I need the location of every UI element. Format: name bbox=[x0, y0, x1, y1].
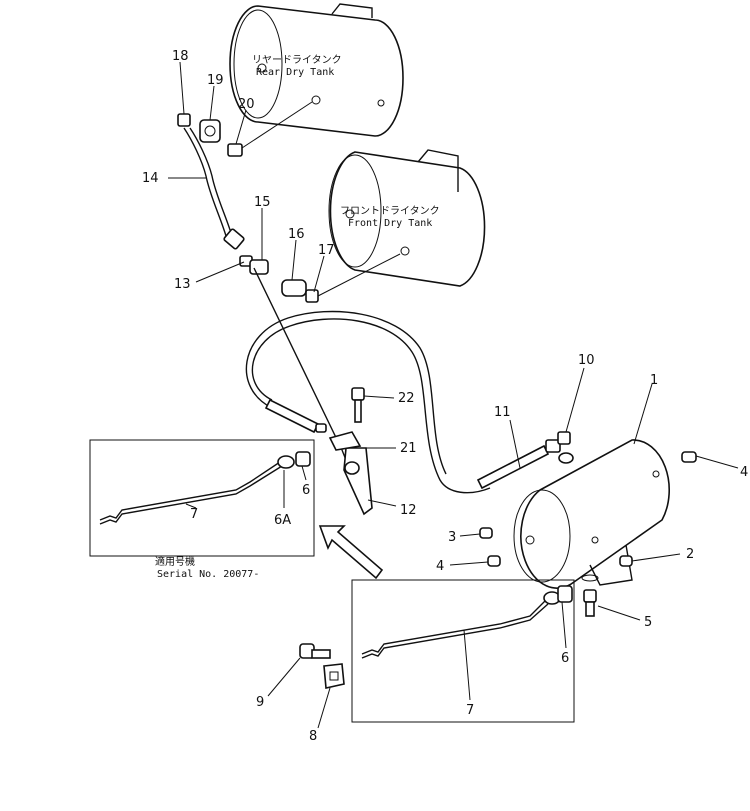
callout-4-right: 4 bbox=[740, 465, 748, 480]
callout-numbers: 18 19 20 14 15 16 17 13 22 21 12 11 10 1… bbox=[142, 49, 748, 744]
serial-label-en: Serial No. 20077- bbox=[157, 569, 259, 580]
callout-3: 3 bbox=[448, 530, 456, 545]
main-air-tank bbox=[513, 439, 670, 589]
serial-label-jp: 適用号機 bbox=[155, 555, 195, 568]
callout-7-inset: 7 bbox=[190, 507, 198, 522]
inset-serial-box: 適用号機 Serial No. 20077- bbox=[89, 439, 315, 580]
rear-dry-tank: リヤードライタンク Rear Dry Tank bbox=[229, 3, 404, 137]
callout-12: 12 bbox=[400, 503, 417, 518]
direction-arrow bbox=[318, 525, 384, 580]
hose-11 bbox=[476, 431, 574, 490]
front-tank-label-jp: フロントドライタンク bbox=[340, 205, 440, 217]
callout-6-bottom: 6 bbox=[561, 651, 569, 666]
rear-tank-label-jp: リヤードライタンク bbox=[252, 54, 342, 66]
front-dry-tank: フロントドライタンク Front Dry Tank bbox=[328, 149, 486, 287]
hose-loop bbox=[245, 310, 491, 494]
callout-19: 19 bbox=[207, 73, 224, 88]
callout-5: 5 bbox=[644, 615, 652, 630]
callout-11: 11 bbox=[494, 405, 511, 420]
callout-13: 13 bbox=[174, 277, 191, 292]
upper-hose-assembly bbox=[177, 101, 313, 250]
bracket-assembly bbox=[328, 387, 373, 516]
callout-7-bottom: 7 bbox=[466, 703, 474, 718]
callout-4-left: 4 bbox=[436, 559, 444, 574]
callout-14: 14 bbox=[142, 171, 159, 186]
callout-20: 20 bbox=[238, 97, 255, 112]
callout-1: 1 bbox=[650, 373, 658, 388]
front-connector-assembly bbox=[239, 253, 401, 471]
front-tank-label-en: Front Dry Tank bbox=[348, 218, 432, 229]
inset-bottom-box bbox=[351, 579, 575, 723]
clip-bolt-assembly bbox=[299, 643, 345, 689]
callout-6A: 6A bbox=[274, 513, 291, 528]
callout-22: 22 bbox=[398, 391, 415, 406]
callout-15: 15 bbox=[254, 195, 271, 210]
callout-6-inset: 6 bbox=[302, 483, 310, 498]
tank-fittings bbox=[479, 451, 697, 617]
leader-lines bbox=[168, 61, 739, 729]
callout-2: 2 bbox=[686, 547, 694, 562]
callout-16: 16 bbox=[288, 227, 305, 242]
callout-8: 8 bbox=[309, 729, 317, 744]
rear-tank-label-en: Rear Dry Tank bbox=[256, 67, 334, 78]
callout-10: 10 bbox=[578, 353, 595, 368]
callout-17: 17 bbox=[318, 243, 335, 258]
callout-18: 18 bbox=[172, 49, 189, 64]
callout-21: 21 bbox=[400, 441, 417, 456]
callout-9: 9 bbox=[256, 695, 264, 710]
